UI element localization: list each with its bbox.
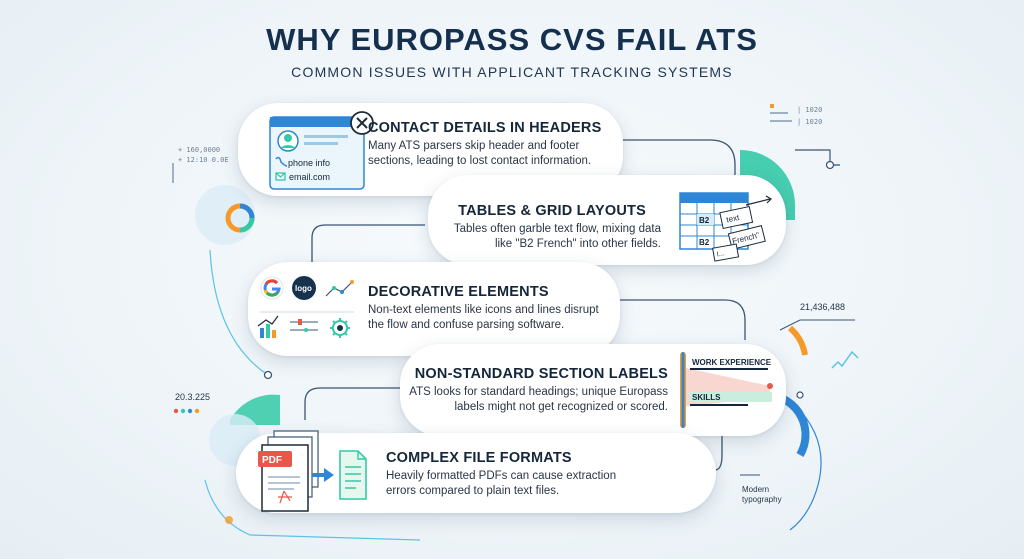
logo-badge-icon [292,276,316,300]
issue-description: Many ATS parsers skip header and footer … [368,140,592,167]
svg-text:WORK EXPERIENCE: WORK EXPERIENCE [692,358,772,367]
arrow-right-icon [324,468,334,482]
trend-line-icon [831,350,859,369]
issue-card-file-formats: PDF COMPLEX FILE FORMATS Heavily formatt… [236,430,716,513]
issue-title: COMPLEX FILE FORMATS [386,450,572,466]
pdf-to-text-icon: PDF [258,430,367,512]
section-labels-icon: WORK EXPERIENCE SKILLS [680,352,773,428]
glow-dot [225,516,233,524]
decor-label: + 160,0000 [178,146,221,154]
connector-line [714,425,723,471]
table-grid-icon: B2 B2 text French" I... [679,192,772,262]
svg-text:logo: logo [295,284,312,293]
issue-description: Tables often garble text flow, mixing da… [453,223,661,250]
svg-text:text: text [726,213,741,225]
phone-label: phone info [288,158,330,168]
issue-description: Non-text elements like icons and lines d… [368,304,599,331]
slider-lines-icon [290,321,318,331]
decorative-icons-cluster: logo [257,276,354,338]
svg-text:I...: I... [716,250,725,258]
node-dot [263,370,273,380]
issue-description: ATS looks for standard headings; unique … [409,386,668,413]
arc-line [209,249,269,376]
connector-line [304,387,400,420]
email-label: email.com [289,172,330,182]
svg-text:B2: B2 [699,216,710,225]
page-title: WHY EUROPASS CVS FAIL ATS [266,22,758,57]
svg-text:B2: B2 [699,238,710,247]
connector-line [620,299,746,340]
issue-card-decorative: logo DECORATIVE ELEMENTS Non-text elemen… [248,262,620,356]
issue-title: CONTACT DETAILS IN HEADERS [368,120,602,136]
issue-title: NON-STANDARD SECTION LABELS [414,366,668,382]
page-subtitle: COMMON ISSUES WITH APPLICANT TRACKING SY… [291,64,733,80]
decor-number: 20.3.225 [175,392,211,402]
small-square [770,104,774,108]
issue-title: DECORATIVE ELEMENTS [368,284,549,300]
decor-label: | 1020 [797,118,823,126]
line-graph-icon [325,281,353,297]
svg-text:SKILLS: SKILLS [692,393,721,402]
contact-card-icon: phone info email.com [269,111,374,190]
bar-chart-icon [260,328,264,338]
issue-card-section-labels: NON-STANDARD SECTION LABELS ATS looks fo… [400,344,786,436]
decor-label: | 1020 [797,106,823,114]
orange-arc [787,325,808,356]
connector-line [311,224,425,262]
text-file-icon [339,450,367,500]
issue-card-tables: TABLES & GRID LAYOUTS Tables often garbl… [428,175,786,265]
issue-title: TABLES & GRID LAYOUTS [458,203,646,219]
typography-note: Modern typography [742,485,782,504]
decor-number: 21,436,488 [800,302,846,312]
connector-line [620,139,736,185]
decor-label: + 12:10 0.0E [178,156,229,164]
svg-text:PDF: PDF [262,455,282,466]
issue-description: Heavily formatted PDFs can cause extract… [386,470,617,497]
left-glow-circle [195,185,255,245]
